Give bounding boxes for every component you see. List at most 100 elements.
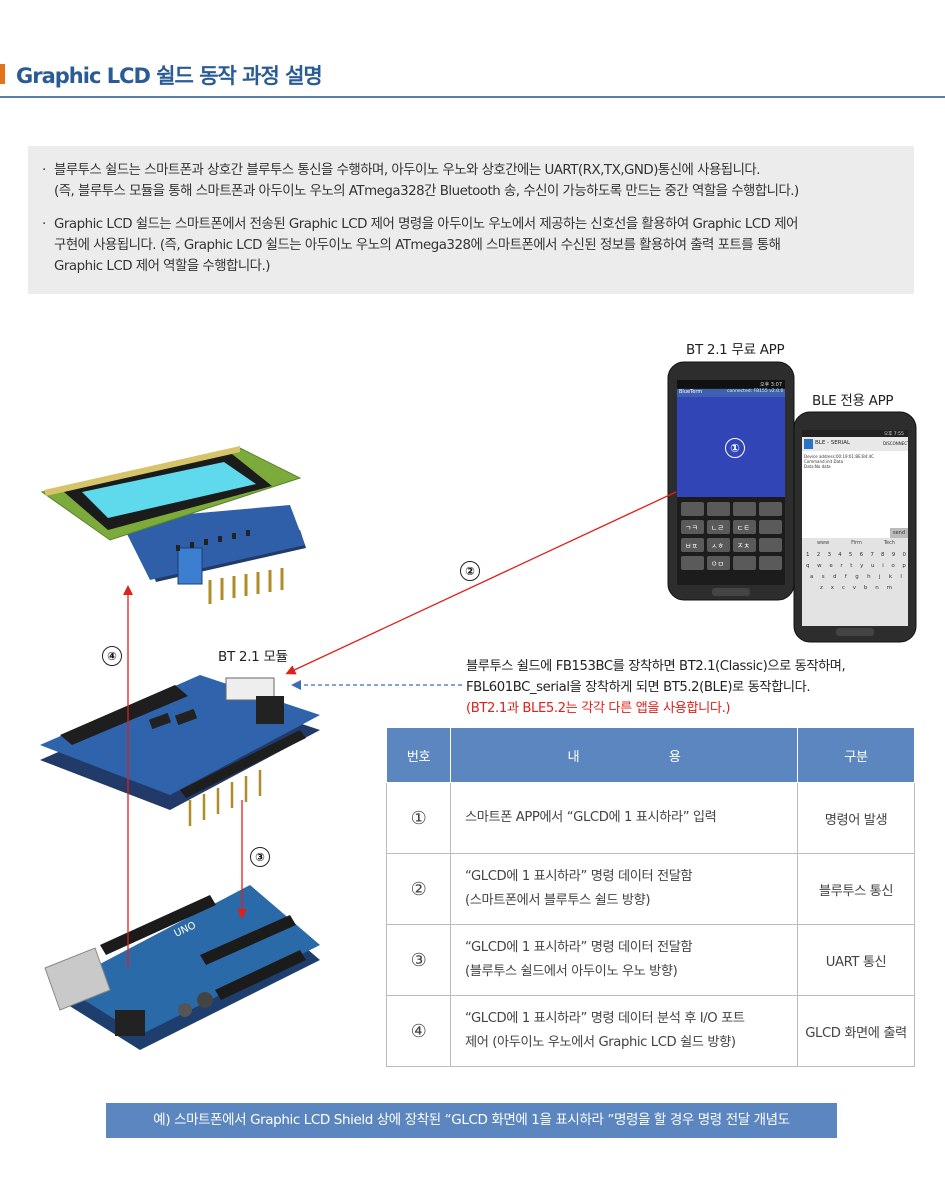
key: ㄷㅌ (737, 524, 750, 532)
key: ㄱㅋ (685, 524, 698, 532)
key: 4 (838, 552, 842, 558)
header-content-a: 내 (567, 749, 580, 765)
bt-app-label: BT 2.1 무료 APP (686, 342, 785, 358)
description-item-1: · 블루투스 쉴드는 스마트폰과 상호간 블루투스 통신을 수행하며, 아두이노… (42, 160, 799, 202)
suggestion: www (816, 540, 830, 546)
key: k (888, 574, 893, 580)
key: d (833, 574, 837, 580)
row-num: ④ (386, 995, 451, 1067)
row-content: “GLCD에 1 표시하라” 명령 데이터 전달함(스마트폰에서 블루투스 쉴드… (450, 853, 798, 925)
description-line: Graphic LCD 제어 역할을 수행합니다.) (54, 259, 270, 274)
phone2-log: Device address:00:19:01:BE:B4:4C Command… (804, 454, 874, 469)
log-line: Command:init Data (804, 459, 844, 464)
note-line: FBL601BC_serial을 장착하게 되면 BT5.2(BLE)로 동작합… (466, 680, 811, 695)
key: l (900, 574, 902, 580)
description-line: 블루투스 쉴드는 스마트폰과 상호간 블루투스 통신을 수행하며, 아두이노 우… (54, 163, 760, 178)
row-type: 명령어 발생 (797, 782, 915, 854)
key: v (852, 585, 857, 591)
bt-module-label: BT 2.1 모듈 (218, 649, 288, 665)
key: ㅂㅍ (685, 542, 698, 550)
table-row: ① 스마트폰 APP에서 “GLCD에 1 표시하라” 입력 명령어 발생 (386, 782, 915, 854)
row-content: 스마트폰 APP에서 “GLCD에 1 표시하라” 입력 (450, 782, 798, 854)
row-content-line: 제어 (아두이노 우노에서 Graphic LCD 쉴드 방향) (465, 1035, 736, 1050)
key: q (806, 563, 810, 569)
header-content-b: 용 (668, 749, 681, 765)
key: w (817, 563, 822, 569)
phone1-status: connected: FB155 v2.0.0 (727, 389, 784, 394)
log-line: Device address:00:19:01:BE:B4:4C (804, 454, 874, 459)
page-title: Graphic LCD 쉴드 동작 과정 설명 (16, 64, 323, 88)
key: b (863, 585, 868, 591)
row-type: GLCD 화면에 출력 (797, 995, 915, 1067)
description-item-2: · Graphic LCD 쉴드는 스마트폰에서 전송된 Graphic LCD… (42, 214, 798, 277)
key: z (820, 585, 823, 591)
key: ㅇㅁ (711, 560, 724, 568)
bullet: · (42, 217, 46, 232)
note-line: 블루투스 쉴드에 FB153BC를 장착하면 BT2.1(Classic)으로 … (466, 659, 846, 674)
step-2-badge: ② (460, 561, 480, 581)
phone2-disconnect-button: DISCONNECT (883, 441, 910, 446)
key: n (875, 585, 879, 591)
phone1-time: 오후 3:07 (760, 382, 783, 388)
key: h (867, 574, 871, 580)
key: t (850, 563, 853, 569)
key: m (886, 585, 892, 591)
table-header-row: 번호 내 용 구분 (386, 727, 915, 783)
title-divider (0, 96, 945, 98)
header-num: 번호 (386, 727, 451, 783)
header-content: 내 용 (450, 727, 798, 783)
row-content-line: 스마트폰 APP에서 “GLCD에 1 표시하라” 입력 (465, 810, 717, 825)
step-2-arrow (285, 491, 677, 675)
key: 9 (891, 552, 896, 558)
figure-caption: 예) 스마트폰에서 Graphic LCD Shield 상에 장착된 “GLC… (106, 1103, 837, 1138)
arduino-uno-image: UNO (44, 885, 320, 1050)
diagram-canvas: UNO (40, 361, 917, 1050)
key: a (810, 574, 814, 580)
key: ㅈㅊ (737, 542, 750, 550)
key: 2 (816, 552, 821, 558)
phone1-app-title: BlueTerm (679, 389, 703, 395)
row-content-line: (스마트폰에서 블루투스 쉴드 방향) (465, 893, 651, 908)
key: f (844, 574, 847, 580)
phone2-suggestions: www Firm Tech (806, 540, 906, 546)
row-num: ① (386, 782, 451, 854)
note-warning: (BT2.1과 BLE5.2는 각각 다른 앱을 사용합니다.) (466, 701, 731, 716)
step-3-badge: ③ (250, 847, 270, 867)
row-num: ③ (386, 924, 451, 996)
key: o (891, 563, 895, 569)
row-content-line: “GLCD에 1 표시하라” 명령 데이터 전달함 (465, 940, 693, 955)
key: x (830, 585, 835, 591)
bluetooth-shield-image (40, 675, 320, 826)
title-accent-bar (0, 64, 5, 84)
key: 1 (806, 552, 810, 558)
description-line: 구현에 사용됩니다. (즉, Graphic LCD 쉴드는 아두이노 우노의 … (54, 238, 781, 253)
row-type: 블루투스 통신 (797, 853, 915, 925)
row-type: UART 통신 (797, 924, 915, 996)
phone2-send-button: send (893, 530, 906, 536)
description-line: (즉, 블루투스 모듈을 통해 스마트폰과 아두이노 우노의 ATmega328… (54, 184, 799, 199)
suggestion: Firm (851, 540, 862, 546)
key: g (855, 574, 859, 580)
row-content-line: (블루투스 쉴드에서 아두이노 우노 방향) (465, 964, 678, 979)
key: 3 (827, 552, 831, 558)
step-4-badge: ④ (102, 646, 122, 666)
key: r (840, 563, 843, 569)
phone2-time: 오후 7:55 (884, 432, 904, 437)
row-num: ② (386, 853, 451, 925)
key: 0 (902, 552, 906, 558)
module-note: 블루투스 쉴드에 FB153BC를 장착하면 BT2.1(Classic)으로 … (466, 656, 846, 719)
header-type: 구분 (797, 727, 915, 783)
smartphone-bt-app (667, 361, 795, 601)
key: ㄴㄹ (711, 524, 724, 532)
key: s (821, 574, 825, 580)
ble-app-label: BLE 전용 APP (812, 393, 894, 409)
table-row: ② “GLCD에 1 표시하라” 명령 데이터 전달함(스마트폰에서 블루투스 … (386, 853, 915, 925)
suggestion: Tech (883, 540, 896, 546)
key: 6 (859, 552, 864, 558)
